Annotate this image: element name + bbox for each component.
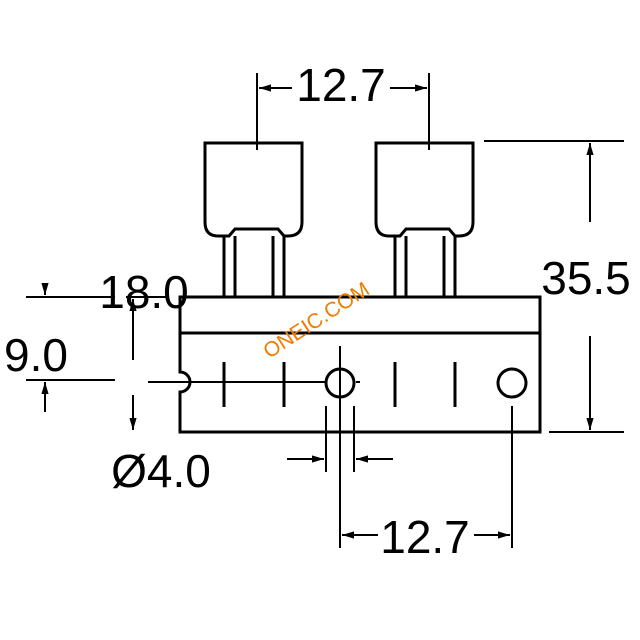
base-height-label: 18.0 bbox=[99, 266, 189, 318]
right-component-body bbox=[374, 141, 475, 238]
top-spacing-label: 12.7 bbox=[296, 59, 386, 111]
dimension-lines bbox=[26, 73, 624, 548]
hole-offset-label: 9.0 bbox=[4, 329, 68, 381]
overall-height-label: 35.5 bbox=[541, 252, 631, 304]
left-component bbox=[203, 141, 304, 296]
watermark-text: ONEIC.COM bbox=[259, 278, 373, 363]
base-outline bbox=[178, 295, 542, 434]
bottom-spacing-label: 12.7 bbox=[380, 511, 470, 563]
right-component bbox=[374, 141, 475, 296]
mounting-hole-right bbox=[496, 367, 528, 399]
left-component-body bbox=[203, 141, 304, 238]
hole-diameter-label: Ø4.0 bbox=[111, 445, 211, 497]
base-plate bbox=[178, 295, 542, 434]
